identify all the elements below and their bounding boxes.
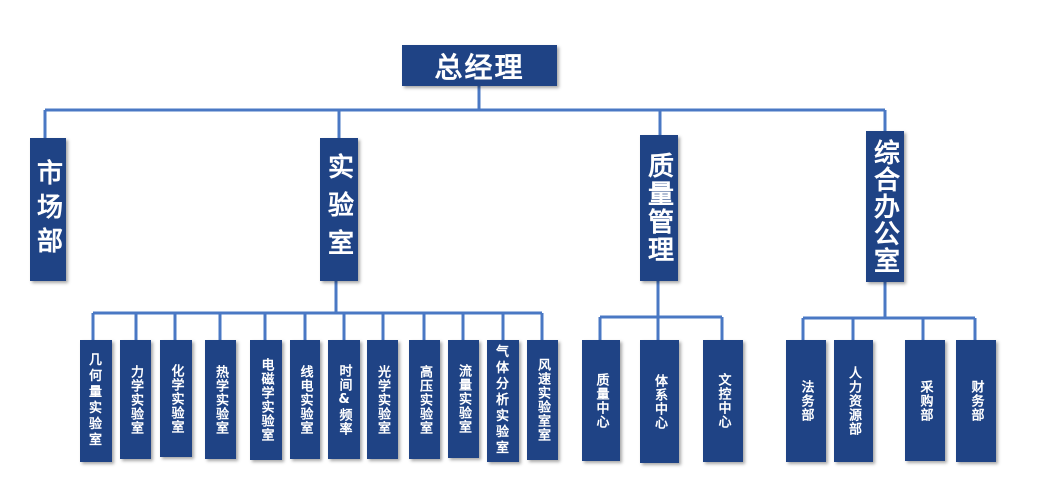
department-lab-label: 实验室 xyxy=(323,152,354,267)
unit-system-center: 体系中心 xyxy=(640,340,679,463)
unit-flow-lab: 流量实验室 xyxy=(448,340,479,458)
unit-label: 高压实验室 xyxy=(417,364,432,435)
unit-label: 电磁学实验室 xyxy=(258,358,274,442)
department-office-box: 综合办公室 xyxy=(866,131,904,282)
general-manager-box: 总经理 xyxy=(402,45,557,86)
unit-label: 风速实验室室 xyxy=(535,358,550,442)
general-manager-label: 总经理 xyxy=(434,50,525,84)
unit-label: 线电实验室 xyxy=(297,364,313,435)
department-quality-box: 质量管理 xyxy=(640,135,678,281)
unit-wind-speed-lab: 风速实验室室 xyxy=(527,340,558,460)
unit-label: 力学实验室 xyxy=(128,364,143,435)
unit-label: 体系中心 xyxy=(652,373,667,430)
unit-label: 质量中心 xyxy=(593,372,609,429)
unit-time-frequency-lab: 时间&频率 xyxy=(328,340,360,459)
unit-label: 采购部 xyxy=(917,379,933,422)
unit-label: 人力资源部 xyxy=(846,366,861,436)
unit-label: 热学实验室 xyxy=(213,364,228,435)
unit-label: 时间&频率 xyxy=(336,363,352,436)
unit-finance-dept: 财务部 xyxy=(956,340,996,462)
unit-hr-dept: 人力资源部 xyxy=(834,340,873,462)
unit-label: 流量实验室 xyxy=(456,364,471,434)
unit-label: 文控中心 xyxy=(715,373,731,429)
unit-label: 气体分析实验室 xyxy=(495,345,510,456)
unit-legal-dept: 法务部 xyxy=(786,340,826,462)
unit-chemistry-lab: 化学实验室 xyxy=(160,340,192,457)
unit-mechanics-lab: 力学实验室 xyxy=(120,340,151,459)
unit-wire-electric-lab: 线电实验室 xyxy=(290,340,320,459)
unit-label: 化学实验室 xyxy=(168,363,184,434)
unit-high-voltage-lab: 高压实验室 xyxy=(409,340,440,459)
unit-label: 光学实验室 xyxy=(375,364,390,435)
unit-optics-lab: 光学实验室 xyxy=(367,340,398,459)
unit-procurement-dept: 采购部 xyxy=(905,340,945,461)
department-lab-box: 实验室 xyxy=(320,138,358,281)
unit-electromagnetic-lab: 电磁学实验室 xyxy=(250,340,282,460)
unit-geometry-lab: 几何量实验室 xyxy=(80,340,112,462)
unit-document-control-center: 文控中心 xyxy=(703,340,743,462)
department-market-label: 市场部 xyxy=(32,158,63,261)
department-quality-label: 质量管理 xyxy=(643,152,674,264)
department-office-label: 综合办公室 xyxy=(869,139,900,274)
unit-quality-center: 质量中心 xyxy=(582,340,620,461)
unit-label: 几何量实验室 xyxy=(88,353,103,448)
department-market-box: 市场部 xyxy=(30,138,66,281)
unit-thermal-lab: 热学实验室 xyxy=(205,340,236,459)
unit-label: 财务部 xyxy=(968,380,984,422)
unit-gas-analysis-lab: 气体分析实验室 xyxy=(487,340,519,462)
unit-label: 法务部 xyxy=(798,380,814,422)
